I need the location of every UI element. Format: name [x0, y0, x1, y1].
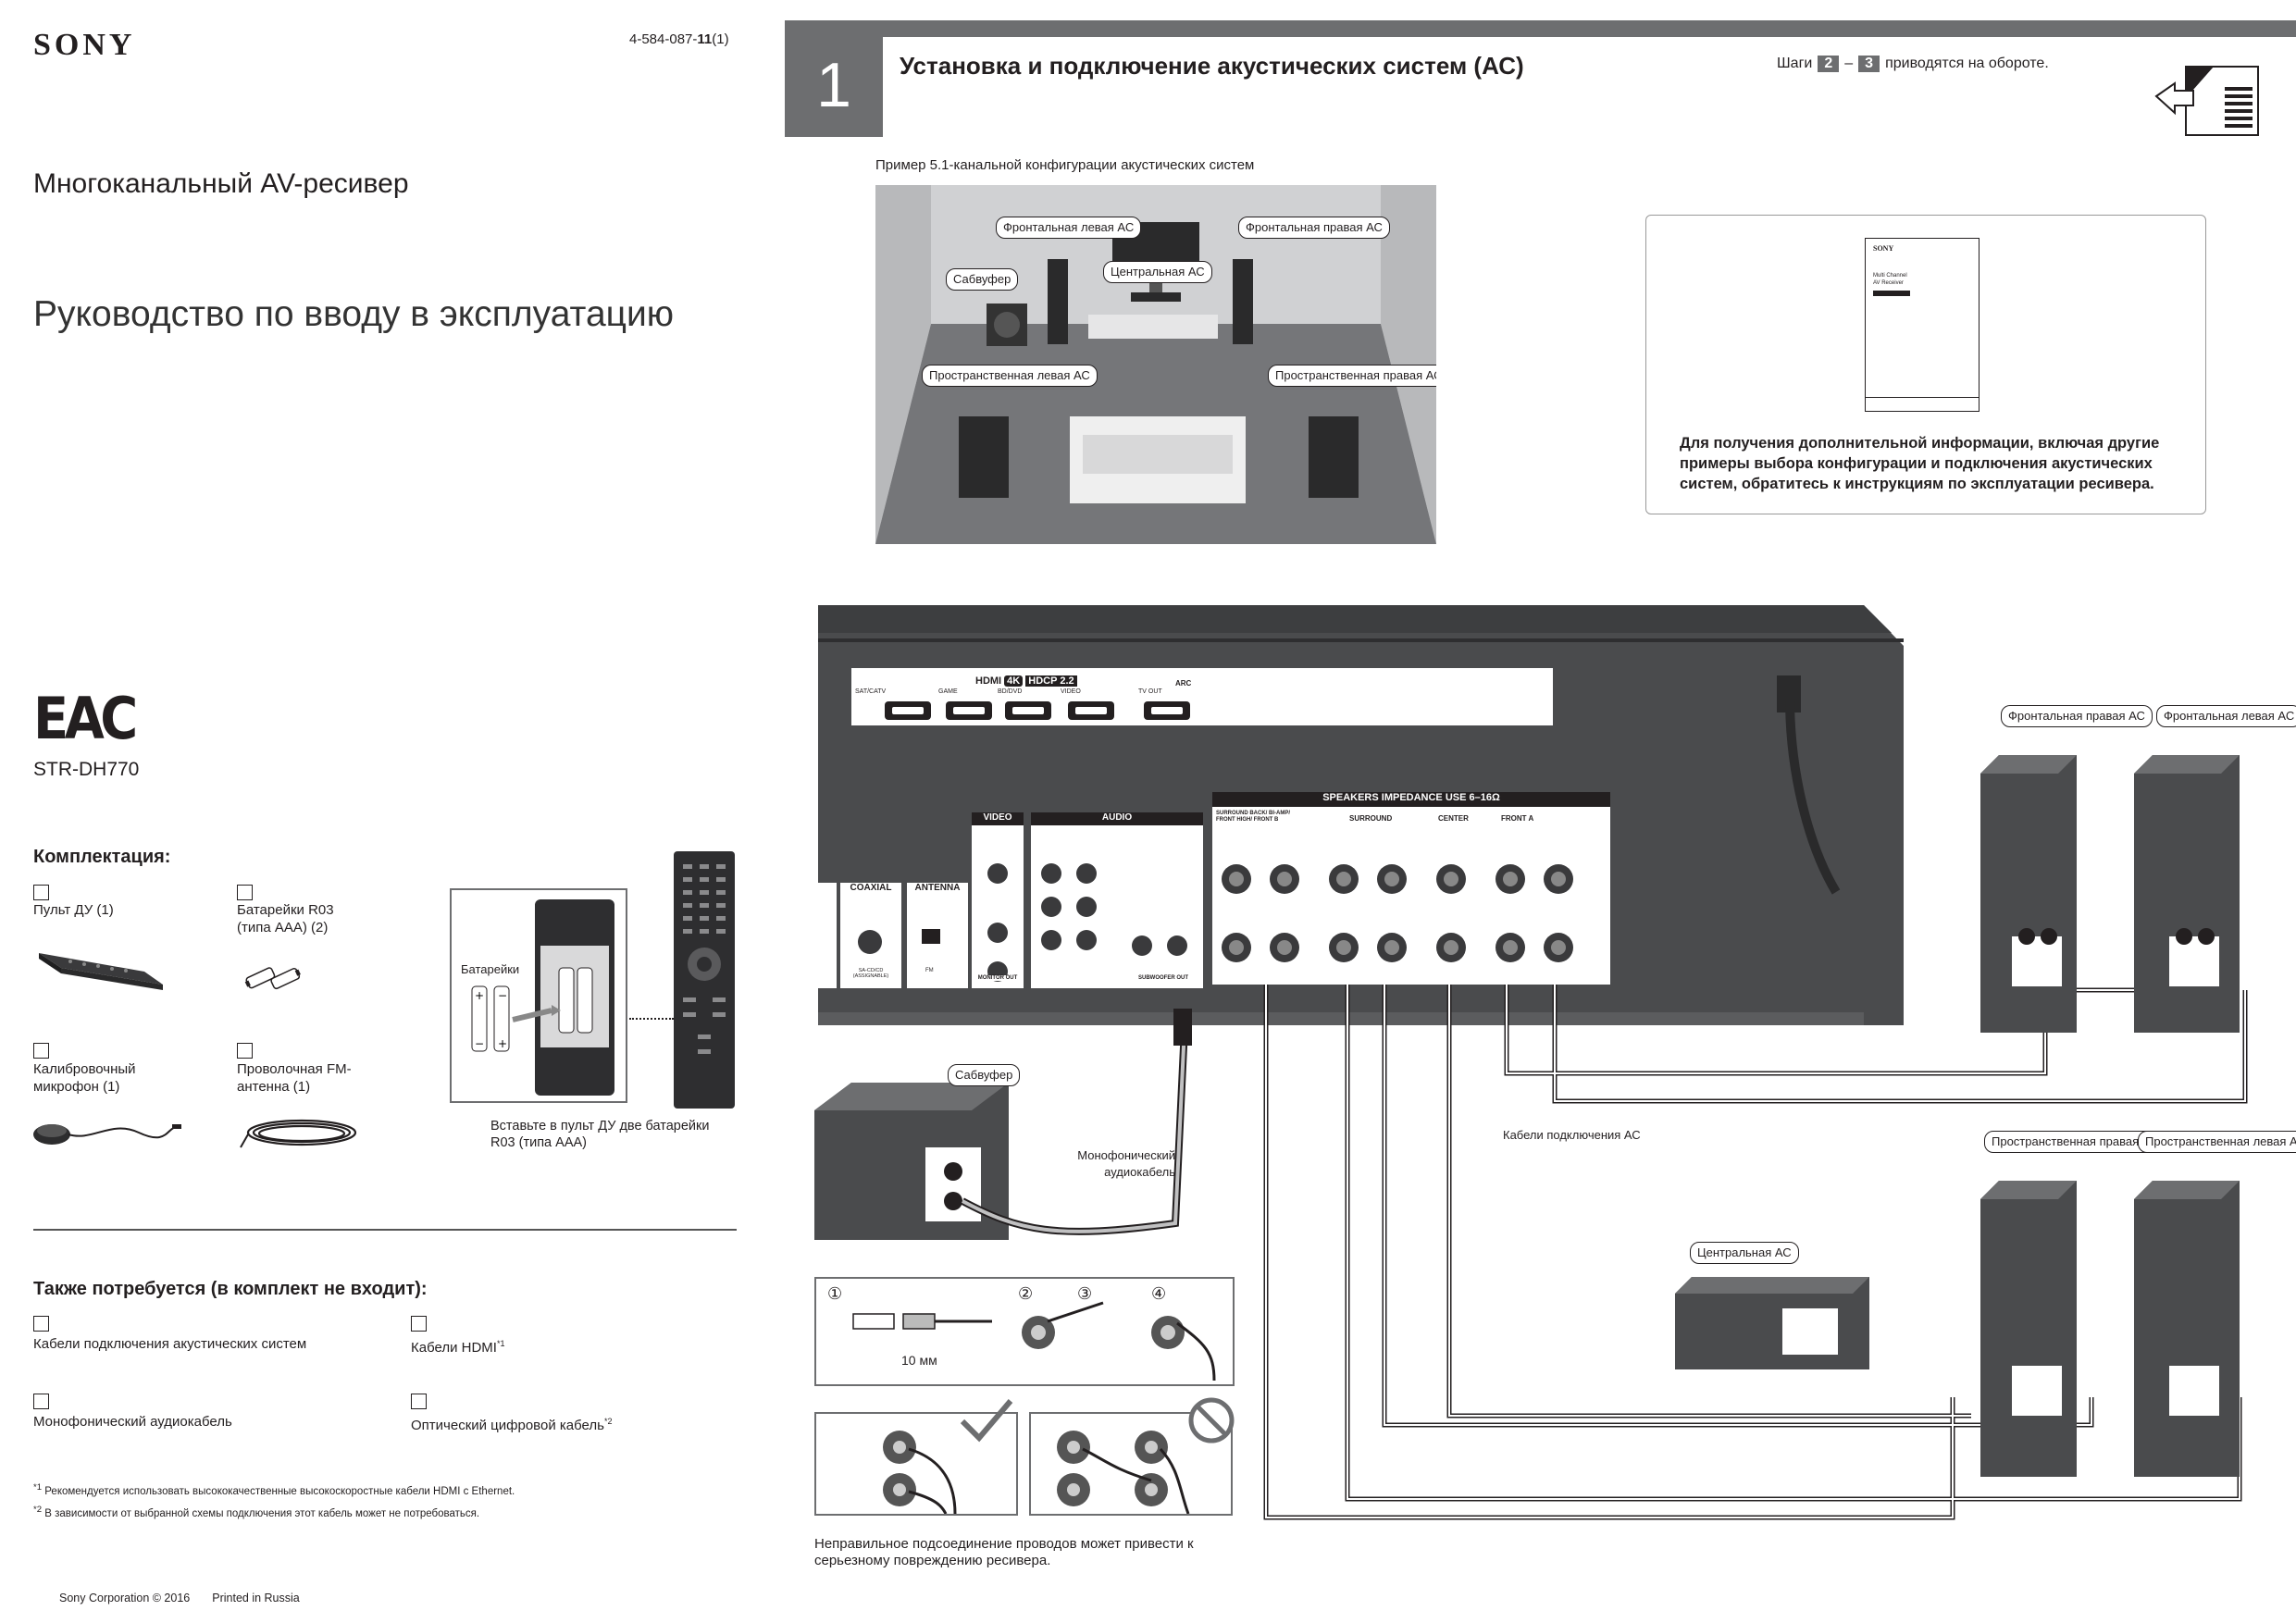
label-surround-left: Пространственная левая АС [922, 365, 1098, 387]
label-subwoofer: Сабвуфер [946, 268, 1019, 291]
supplied-item-microphone: Калибровочный микрофон (1) [33, 1043, 218, 1096]
checkbox[interactable] [411, 1394, 427, 1409]
step-number: 1 [785, 20, 883, 137]
eac-mark: EAC [33, 685, 138, 752]
label-center-conn: Центральная АС [1690, 1242, 1799, 1264]
checkbox[interactable] [237, 885, 253, 900]
brand-logo: SONY [33, 28, 136, 62]
svg-text:−: − [475, 1037, 484, 1050]
checkbox[interactable] [33, 1394, 49, 1409]
speaker-cables [1263, 985, 2248, 1520]
supplied-item-remote: Пульт ДУ (1) [33, 885, 218, 919]
label-front-right-conn: Фронтальная правая АС [2001, 705, 2153, 727]
svg-text:−: − [498, 989, 507, 1002]
label-surround-left-conn: Пространственная левая АС [2138, 1131, 2296, 1153]
checkbox[interactable] [33, 1316, 49, 1332]
center-speaker [1675, 1277, 1869, 1369]
divider [33, 1229, 737, 1231]
wire-prep-box: ① ② ③ ④ 10 мм [814, 1277, 1235, 1386]
receiver-rear-panel: HDMI 4K HDCP 2.2 SAT/CATV GAME BD/DVD VI… [818, 605, 1904, 1025]
prohibited-icon [1188, 1397, 1235, 1443]
footnote-2: *2 В зависимости от выбранной схемы подк… [33, 1505, 480, 1519]
label-surround-right-conn: Пространственная правая АС [1984, 1131, 2166, 1153]
flip-page-icon [2154, 66, 2259, 136]
supplied-item-fm-antenna: Проволочная FM-антенна (1) [237, 1043, 441, 1096]
label-front-left: Фронтальная левая АС [996, 217, 1142, 239]
label-subwoofer-conn: Сабвуфер [948, 1064, 1021, 1086]
also-needed-title: Также потребуется (в комплект не входит)… [33, 1279, 428, 1299]
supplied-title: Комплектация: [33, 847, 171, 867]
microphone-illustration [33, 1124, 181, 1145]
remote-illustration [39, 953, 163, 990]
label-front-right: Фронтальная правая АС [1238, 217, 1390, 239]
needed-item-optical-cable: Оптический цифровой кабель*2 [411, 1394, 612, 1434]
info-text: Для получения дополнительной информации,… [1680, 435, 2160, 492]
supplied-item-batteries: Батарейки R03 (типа AAA) (2) [237, 885, 422, 936]
battery-caption: Вставьте в пульт ДУ две батарейки R03 (т… [490, 1119, 710, 1150]
mono-cable-label: Монофонический аудиокабель [1077, 1148, 1175, 1179]
batteries-illustration [244, 967, 301, 990]
wrong-connection [1029, 1412, 1233, 1516]
label-center: Центральная АС [1103, 261, 1212, 283]
speaker-cables-label: Кабели подключения АС [1503, 1128, 1641, 1142]
product-name: Многоканальный AV-ресивер [33, 168, 409, 199]
label-surround-right: Пространственная правая АС [1268, 365, 1436, 387]
checkbox[interactable] [237, 1043, 253, 1059]
header-bar [785, 20, 2296, 37]
needed-item-mono-cable: Монофонический аудиокабель [33, 1394, 232, 1431]
surround-speakers [1980, 1181, 2240, 1477]
step-title: Установка и подключение акустических сис… [900, 52, 1524, 80]
example-title: Пример 5.1-канальной конфигурации акусти… [875, 157, 1255, 173]
checkbox[interactable] [411, 1316, 427, 1332]
checkbox[interactable] [33, 1043, 49, 1059]
checkbox[interactable] [33, 885, 49, 900]
room-illustration: Фронтальная левая АС Фронтальная правая … [875, 185, 1436, 544]
needed-item-speaker-cables: Кабели подключения акустических систем [33, 1316, 306, 1353]
fm-antenna-illustration [240, 1119, 357, 1148]
correct-connection [814, 1412, 1018, 1516]
battery-insert-box: Батарейки + − − + [450, 888, 627, 1103]
remote-back-illustration [674, 851, 735, 1109]
label-front-left-conn: Фронтальная левая АС [2156, 705, 2296, 727]
svg-text:+: + [498, 1037, 507, 1050]
footnote-1: *1 Рекомендуется использовать высококаче… [33, 1482, 515, 1497]
manual-title: Руководство по вводу в эксплуатацию [33, 294, 675, 334]
front-speakers [1980, 755, 2240, 1033]
subwoofer-illustration [814, 1009, 1192, 1240]
document-number: 4-584-087-11(1) [629, 31, 729, 47]
wiring-warning: Неправильное подсоединение проводов може… [814, 1536, 1194, 1568]
model-number: STR-DH770 [33, 759, 140, 780]
check-mark-icon [960, 1399, 1013, 1443]
svg-text:+: + [475, 989, 484, 1002]
needed-item-hdmi-cables: Кабели HDMI*1 [411, 1316, 505, 1357]
